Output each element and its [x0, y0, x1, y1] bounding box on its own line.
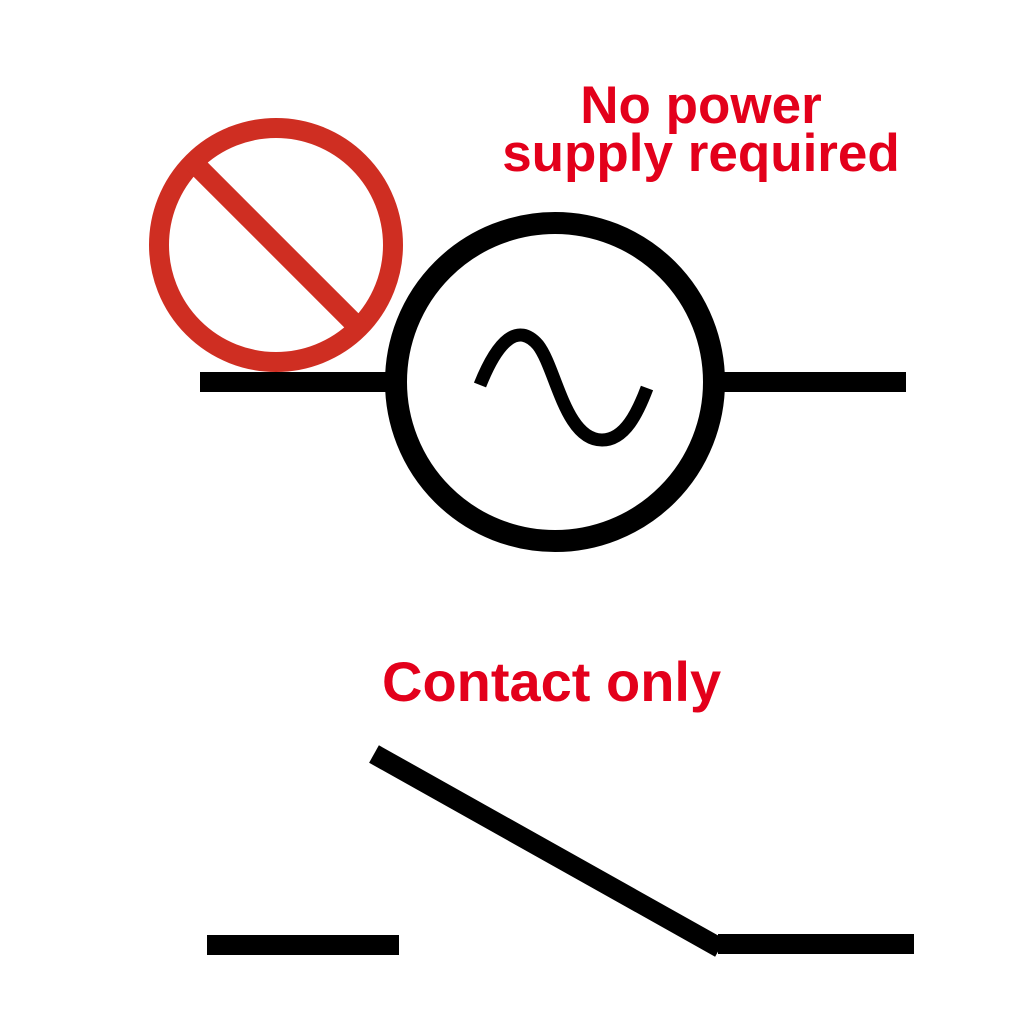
prohibition-slash: [185, 154, 367, 336]
no-power-label-line1: No power: [580, 76, 822, 135]
no-entry-icon: [149, 118, 403, 372]
switch-blade: [369, 745, 725, 957]
ac-source-circle: [385, 212, 725, 552]
prohibition-circle: [149, 118, 403, 372]
no-power-label: No power supply required: [466, 76, 936, 183]
ac-source-symbol: [200, 212, 906, 552]
contact-only-label: Contact only: [382, 650, 722, 713]
switch-contact-symbol: [207, 745, 914, 957]
sine-wave-icon: [473, 328, 654, 447]
no-power-label-line2: supply required: [502, 124, 900, 183]
